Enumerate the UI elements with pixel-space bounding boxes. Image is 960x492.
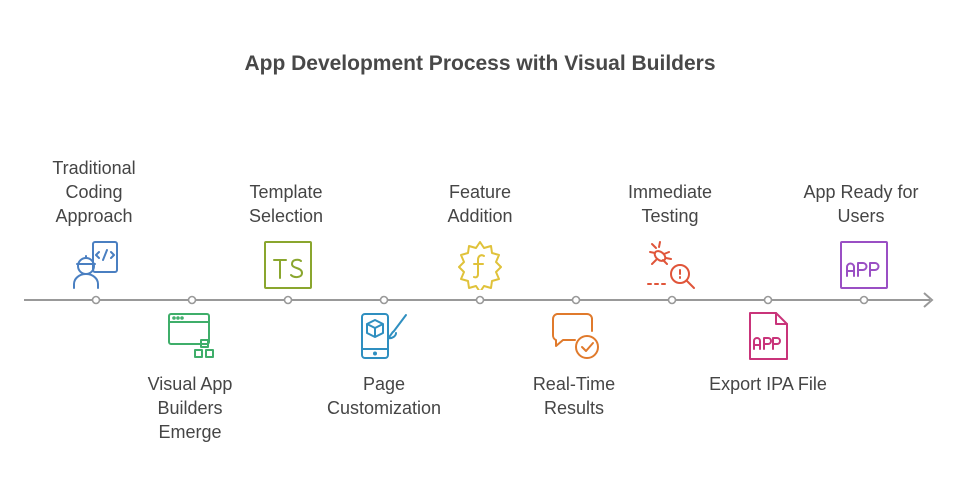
timeline-marker-1 <box>91 295 101 305</box>
visual-builder-icon <box>168 313 214 358</box>
timeline-marker-4 <box>379 295 389 305</box>
mobile-customization-icon <box>361 313 407 359</box>
app-file-icon <box>749 312 788 360</box>
step-label-export-ipa: Export IPA File <box>709 374 827 394</box>
step-label-traditional-coding: Traditional Coding Approach <box>52 158 136 226</box>
feature-gear-icon <box>458 241 502 290</box>
timeline-arrowhead <box>923 292 934 308</box>
step-label-app-ready: App Ready for Users <box>803 182 919 226</box>
timeline-marker-2 <box>187 295 197 305</box>
step-label-template-selection: Template Selection <box>248 182 324 226</box>
timeline-marker-5 <box>475 295 485 305</box>
ts-template-icon <box>264 241 312 289</box>
bug-search-icon <box>647 241 695 289</box>
app-ready-icon <box>840 241 888 289</box>
step-label-visual-builders: Visual App Builders Emerge <box>147 374 233 442</box>
chat-check-icon <box>552 313 599 359</box>
timeline-marker-3 <box>283 295 293 305</box>
timeline-marker-6 <box>571 295 581 305</box>
step-label-real-time-results: Real-Time Results <box>532 374 616 418</box>
timeline-marker-8 <box>763 295 773 305</box>
diagram-title: App Development Process with Visual Buil… <box>244 52 716 75</box>
step-label-immediate-testing: Immediate Testing <box>627 182 713 226</box>
developer-coding-icon <box>73 241 118 289</box>
step-label-feature-addition: Feature Addition <box>447 182 513 226</box>
step-label-page-customization: Page Customization <box>326 374 442 418</box>
timeline-marker-7 <box>667 295 677 305</box>
timeline-marker-9 <box>859 295 869 305</box>
